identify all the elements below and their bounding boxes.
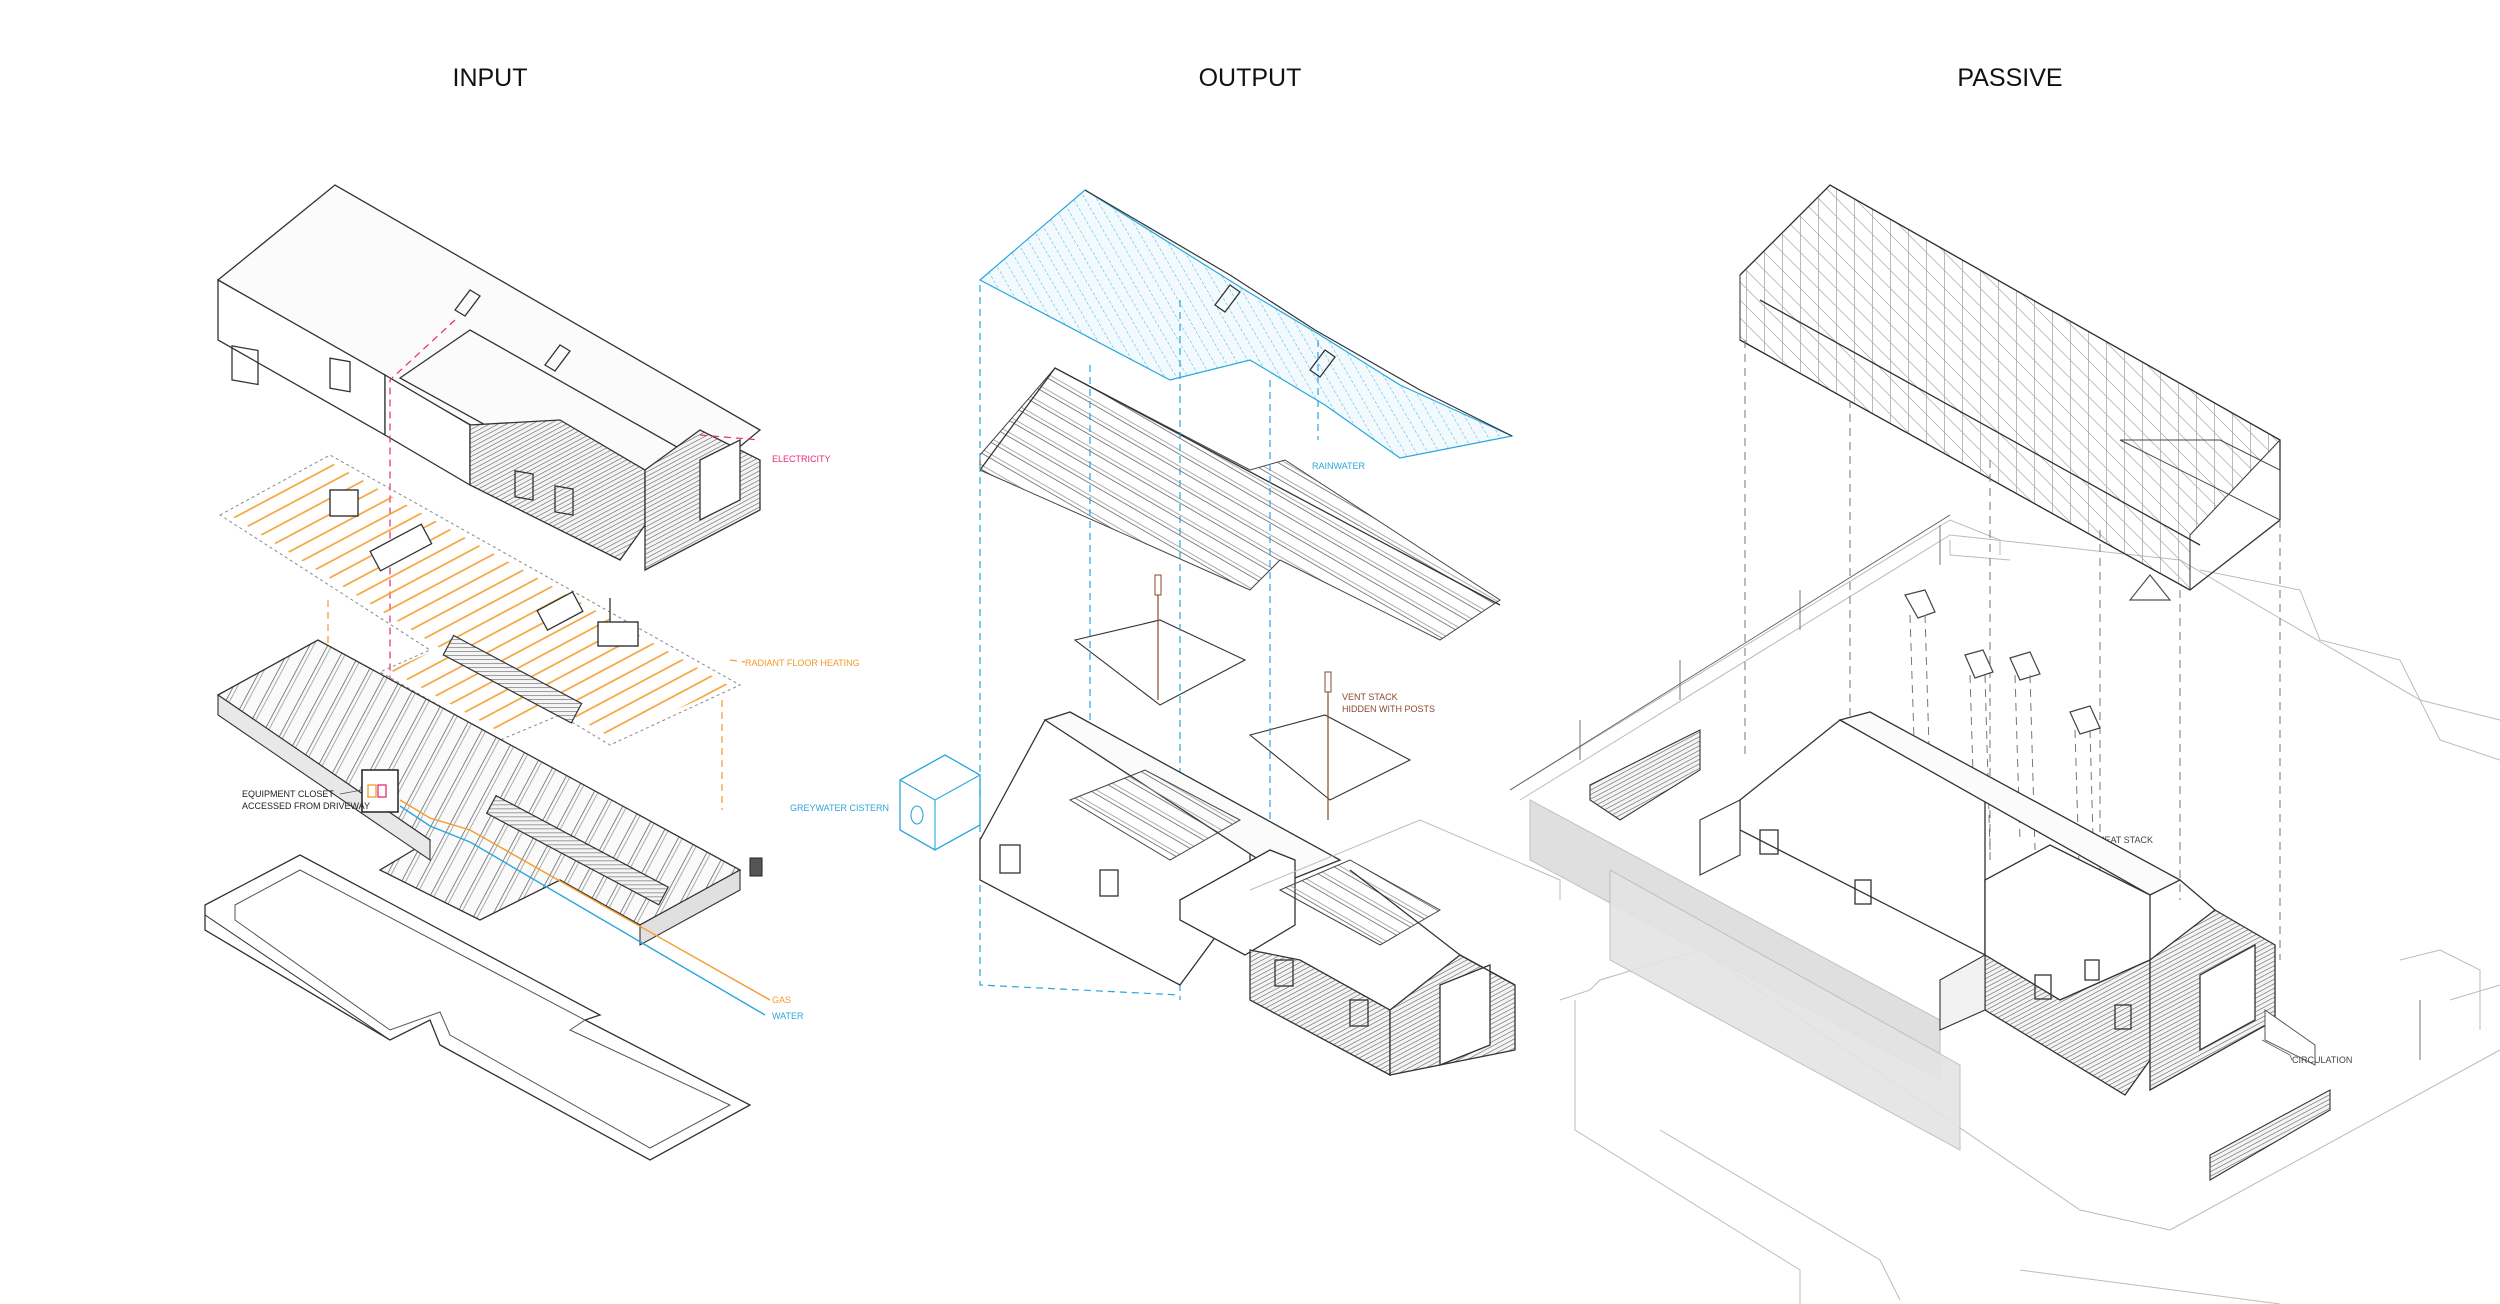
heat-stack-label: HEAT STACK [2098, 835, 2153, 845]
input-diagram: ELECTRICITY RADIANT FLOOR HEATING [204, 184, 860, 1161]
panel-title-output: OUTPUT [1199, 64, 1302, 92]
roof-rainwater-plane [978, 189, 1514, 459]
foundation-slab [204, 854, 752, 1161]
equipment-closet-label-1: EQUIPMENT CLOSET [242, 789, 334, 799]
panel-title-passive: PASSIVE [1957, 64, 2062, 92]
timber-frame [1739, 184, 2281, 601]
skylight-3 [2009, 651, 2041, 681]
greywater-cistern [899, 754, 981, 851]
fence-left [1589, 729, 1701, 821]
fence-right [2209, 1089, 2331, 1181]
equipment-closet-label-2: ACCESSED FROM DRIVEWAY [242, 801, 370, 811]
circulation-label: CIRCULATION [2292, 1055, 2352, 1065]
rafter-layer [979, 367, 1501, 641]
radiant-floor-plane [219, 454, 742, 746]
rainwater-label: RAINWATER [1312, 461, 1365, 471]
radiant-floor-heating-label: RADIANT FLOOR HEATING [745, 658, 860, 668]
water-line [399, 805, 766, 1016]
skylight-2 [1964, 649, 1994, 679]
projection-lines [1744, 340, 2281, 960]
skylight-4 [2069, 705, 2101, 735]
electricity-label: ELECTRICITY [772, 454, 831, 464]
panel-title-input: INPUT [453, 64, 528, 92]
output-diagram: VENT STACK HIDDEN WITH POSTS RAINWATER G… [790, 189, 1561, 1077]
output-house-section [979, 711, 1516, 1077]
vent-stack-label-1: VENT STACK [1342, 692, 1398, 702]
vent-stack-label-2: HIDDEN WITH POSTS [1342, 704, 1435, 714]
input-house-shell [216, 184, 762, 572]
skylight-1 [1904, 589, 1936, 619]
greywater-cistern-label: GREYWATER CISTERN [790, 803, 889, 813]
gas-label: GAS [772, 995, 791, 1005]
site-context [1509, 519, 2500, 1304]
water-label: WATER [772, 1011, 804, 1021]
floor-framing [216, 634, 763, 946]
passive-diagram: HEAT STACK CIRCULATION [1509, 184, 2500, 1304]
vent-stacks [1073, 574, 1412, 820]
passive-house [1699, 711, 2316, 1096]
gas-line [399, 799, 771, 1001]
